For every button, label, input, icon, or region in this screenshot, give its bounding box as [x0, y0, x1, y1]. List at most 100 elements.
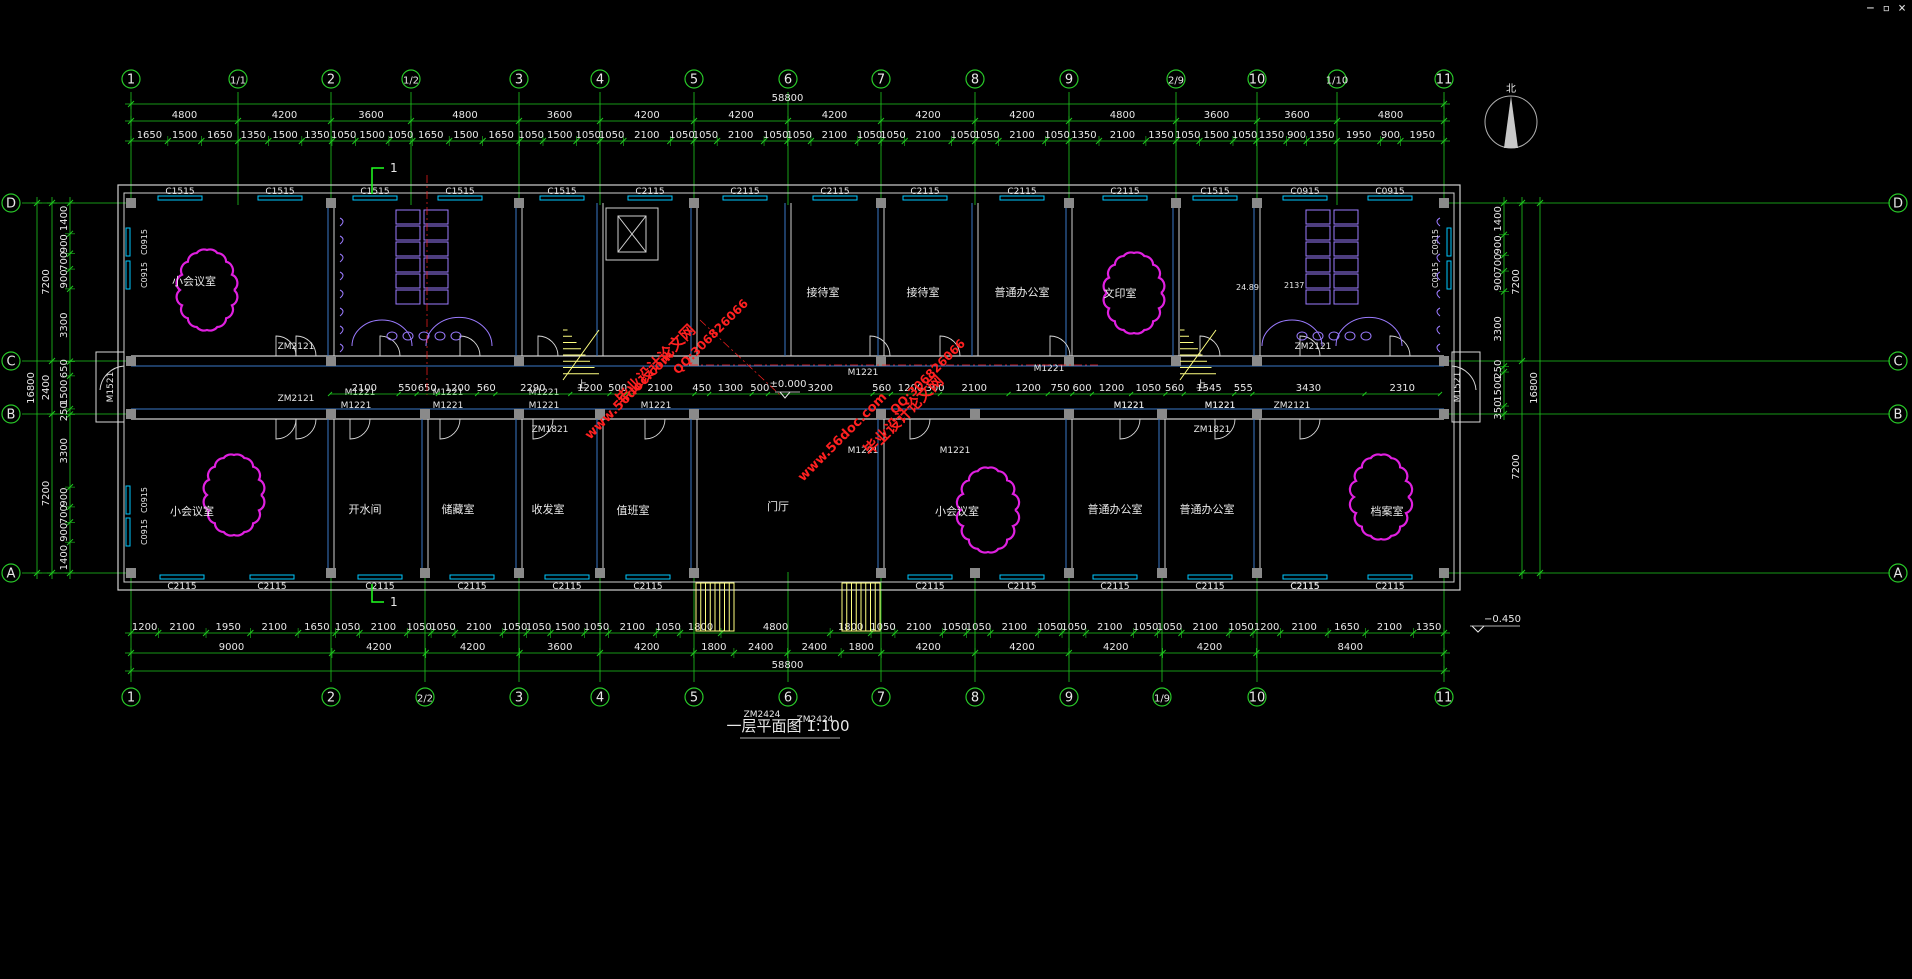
axis-bottom-6: 5: [690, 691, 698, 706]
window-controls: − ▫ ×: [1867, 2, 1906, 16]
toilet-block-east-stall: [1333, 289, 1359, 305]
axis-left-C: C: [6, 355, 15, 370]
dim-left-part-value: 7200: [41, 269, 52, 294]
corridor-dim-value: 1200: [445, 383, 470, 394]
dim-right-detail-value: 3300: [1493, 316, 1504, 341]
dim-top-detail-value: 1350: [241, 130, 266, 141]
axis-top-6-circle: [590, 69, 610, 89]
corridor-dim-tick: [927, 391, 933, 397]
toilet-block-west-basin: [434, 331, 446, 341]
axis-top-9-circle: [871, 69, 891, 89]
corridor-dim-value: 2100: [962, 383, 987, 394]
axis-top-10: 8: [971, 73, 979, 88]
main-entrance-steps-west: [695, 582, 735, 632]
stair-east: [1179, 329, 1217, 381]
door-swing: [1389, 335, 1411, 357]
dim-bottom-bay-value: 4200: [915, 642, 940, 653]
east-entrance-swing: [1451, 365, 1477, 391]
maximize-icon[interactable]: ▫: [1882, 1, 1891, 16]
window-bottom: [249, 574, 295, 580]
minimize-icon[interactable]: −: [1866, 1, 1875, 16]
dim-bottom-detail-value: 2100: [1193, 622, 1218, 633]
corridor-dim-tick: [1437, 391, 1443, 397]
revision-cloud: [955, 466, 1021, 554]
stair-break-line: [562, 329, 600, 381]
room-name: 接待室: [807, 285, 840, 299]
drawing-title: 一层平面图 1:100: [727, 717, 850, 735]
corridor-dim-value: 2290: [520, 383, 545, 394]
dim-bottom-detail-value: 2100: [906, 622, 931, 633]
column: [970, 568, 980, 578]
toilet-block-east-stall: [1333, 273, 1359, 289]
door-label: ZM2121: [278, 342, 315, 352]
dim-top-detail-value: 1050: [575, 130, 600, 141]
toilet-block-west-stall: [423, 225, 449, 241]
door-label: M1221: [529, 388, 560, 398]
dim-bottom-bay-value: 4200: [1103, 642, 1128, 653]
dim-left-detail-value: 900: [59, 523, 70, 542]
urinal-west: [339, 307, 344, 317]
dim-right-detail-value: 900: [1493, 272, 1504, 291]
column: [595, 568, 605, 578]
dim-bottom-detail-value: 1050: [1228, 622, 1253, 633]
axis-top-15-circle: [1434, 69, 1454, 89]
dim-right-detail-value: 700: [1493, 254, 1504, 273]
urinal-west: [339, 289, 344, 299]
corridor-dim-tick: [567, 391, 573, 397]
axis-bottom-4: 3: [515, 691, 523, 706]
room-name: 小会议室: [935, 504, 979, 518]
column: [595, 409, 605, 419]
dim-bottom-detail-value: 1650: [1334, 622, 1359, 633]
toilet-block-west-stall: [395, 289, 421, 305]
dim-top-detail-value: 1500: [272, 130, 297, 141]
door-swing: [275, 418, 297, 440]
urinal-east: [1436, 253, 1441, 263]
dim-bottom-bay-value: 4200: [1009, 642, 1034, 653]
dim-top-detail-value: 1350: [1148, 130, 1173, 141]
window-bottom-label: C2115: [1195, 582, 1224, 592]
dim-bottom-detail-value: 1050: [966, 622, 991, 633]
dim-bottom-detail-value: 1200: [1254, 622, 1279, 633]
axis-top-4: 1/2: [403, 76, 419, 87]
column: [420, 409, 430, 419]
corridor-dim-value: 1300: [718, 383, 743, 394]
corridor-dim-value: 560: [872, 383, 891, 394]
door-label: ZM2424: [744, 710, 781, 720]
corridor-dim-value: 2310: [1390, 383, 1415, 394]
window-bottom: [907, 574, 953, 580]
toilet-block-east-stall: [1333, 209, 1359, 225]
column: [876, 356, 886, 366]
axis-bottom-12: 10: [1249, 691, 1266, 706]
window-bottom-label: C2115: [633, 582, 662, 592]
column: [514, 568, 524, 578]
close-icon[interactable]: ×: [1898, 1, 1906, 16]
column: [326, 356, 336, 366]
column: [126, 198, 136, 208]
toilet-block-west-stall: [423, 273, 449, 289]
toilet-block-west-basin: [418, 331, 430, 341]
dim-right-detail-value: 350: [1493, 400, 1504, 419]
toilet-block-east-basin: [1328, 331, 1340, 341]
door-label: M1221: [345, 388, 376, 398]
dim-top-detail-value: 1500: [359, 130, 384, 141]
corridor-dim-value: 500: [608, 383, 627, 394]
dim-bottom-detail-value: 1200: [132, 622, 157, 633]
west-entrance-frame: [95, 351, 125, 423]
door-label: M1221: [1205, 401, 1236, 411]
dim-top-detail-value: 1050: [857, 130, 882, 141]
dim-top-detail-value: 1350: [1259, 130, 1284, 141]
column: [514, 198, 524, 208]
column: [1252, 356, 1262, 366]
corridor-dim-value: 300: [925, 383, 944, 394]
dim-top-bay-value: 3600: [358, 110, 383, 121]
dim-top-detail-value: 1050: [331, 130, 356, 141]
axis-right-B: B: [1894, 408, 1903, 423]
toilet-block-east-basin: [1344, 331, 1356, 341]
toilet-block-west-basin: [450, 331, 462, 341]
level-mark-main-triangle: [779, 391, 791, 399]
toilet-block-west-basin: [402, 331, 414, 341]
column: [1439, 356, 1449, 366]
urinal-east: [1436, 217, 1441, 227]
section-marker-top: [371, 167, 384, 194]
